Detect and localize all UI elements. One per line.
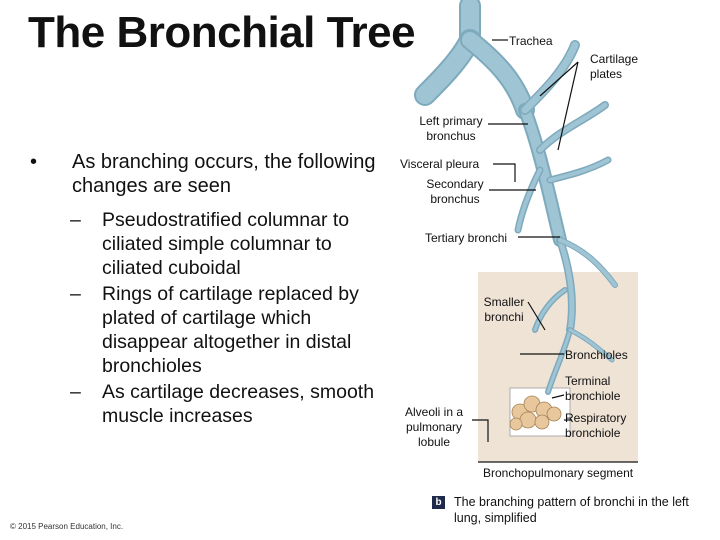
copyright-notice: © 2015 Pearson Education, Inc.	[10, 522, 124, 531]
label-left-primary-bronchus: Left primary bronchus	[419, 114, 483, 143]
sub-bullet-text: Rings of cartilage replaced by plated of…	[102, 283, 359, 377]
bullet-dot-icon: •	[30, 151, 38, 173]
label-cartilage-plates: Cartilage plates	[590, 52, 639, 81]
label-terminal-bronchiole: Terminal bronchiole	[565, 374, 621, 403]
bullet-main: • As branching occurs, the following cha…	[30, 150, 390, 198]
dash-icon: –	[70, 381, 81, 403]
label-tertiary-bronchi: Tertiary bronchi	[425, 231, 508, 245]
bullet-list: • As branching occurs, the following cha…	[30, 150, 390, 428]
label-smaller-bronchi: Smaller bronchi	[483, 295, 525, 324]
label-bronchopulmonary-segment: Bronchopulmonary segment	[483, 466, 634, 480]
alveoli-cluster	[509, 395, 562, 431]
figure-caption-text: The branching pattern of bronchi in the …	[454, 495, 689, 525]
page-title: The Bronchial Tree	[28, 8, 416, 57]
leader-lines	[472, 39, 638, 463]
bullet-main-text: As branching occurs, the following chang…	[72, 151, 376, 197]
figure-badge: b	[432, 496, 445, 509]
sub-bullet: – As cartilage decreases, smooth muscle …	[30, 380, 390, 428]
dash-icon: –	[70, 283, 81, 305]
label-respiratory-bronchiole: Respiratory bronchiole	[565, 411, 627, 440]
sub-bullet: – Rings of cartilage replaced by plated …	[30, 282, 390, 378]
label-trachea: Trachea	[509, 34, 553, 48]
label-alveoli: Alveoli in a pulmonary lobule	[404, 405, 464, 449]
dash-icon: –	[70, 209, 81, 231]
airway-tree	[414, 0, 618, 395]
label-visceral-pleura: Visceral pleura	[400, 157, 480, 171]
sub-bullet-text: As cartilage decreases, smooth muscle in…	[102, 381, 375, 427]
sub-bullet-text: Pseudostratified columnar to ciliated si…	[102, 209, 350, 279]
sub-bullet: – Pseudostratified columnar to ciliated …	[30, 208, 390, 280]
label-bronchioles: Bronchioles	[565, 348, 628, 362]
label-secondary-bronchus: Secondary bronchus	[426, 177, 484, 206]
